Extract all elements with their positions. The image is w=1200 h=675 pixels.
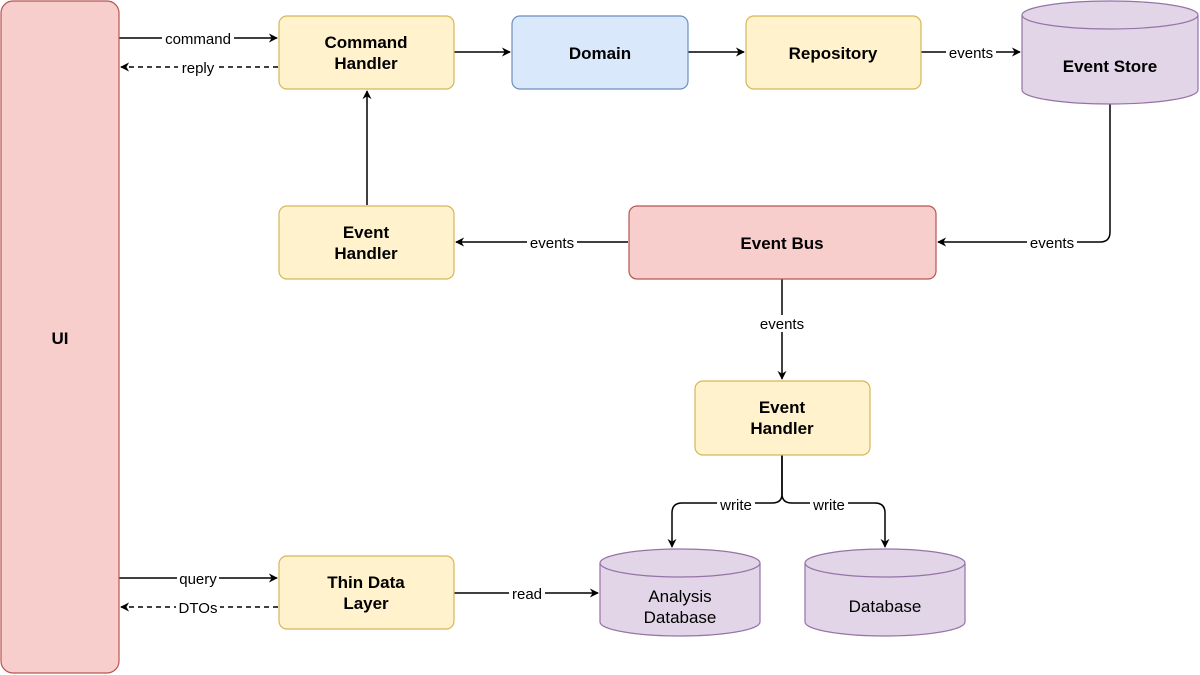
event-handler-bottom-label-line2: Handler bbox=[750, 419, 814, 438]
event-handler-left-label-line1: Event bbox=[343, 223, 390, 242]
command-handler-node: Command Handler bbox=[278, 15, 455, 90]
thin-data-layer-node: Thin Data Layer bbox=[278, 555, 455, 630]
events-label-repo-store: events bbox=[949, 45, 993, 62]
event-bus-node: Event Bus bbox=[628, 205, 937, 280]
command-label: command bbox=[165, 31, 231, 48]
analysis-database-label-line2: Database bbox=[644, 608, 717, 627]
command-handler-label-line1: Command bbox=[324, 33, 407, 52]
event-store-node: Event Store bbox=[1021, 0, 1199, 105]
analysis-database-node: Analysis Database bbox=[599, 548, 761, 637]
repository-node: Repository bbox=[745, 15, 922, 90]
database-label: Database bbox=[849, 597, 922, 616]
event-handler-left-label-line2: Handler bbox=[334, 244, 398, 263]
thin-data-layer-label-line1: Thin Data bbox=[327, 573, 405, 592]
command-handler-label-line2: Handler bbox=[334, 54, 398, 73]
events-label-store-bus: events bbox=[1030, 235, 1074, 252]
query-label: query bbox=[179, 571, 217, 588]
reply-label: reply bbox=[182, 60, 215, 77]
events-label-bus-handler-bottom: events bbox=[760, 316, 804, 333]
write-label-analysis: write bbox=[719, 497, 752, 514]
events-label-bus-handler: events bbox=[530, 235, 574, 252]
event-handler-left-node: Event Handler bbox=[278, 205, 455, 280]
edges bbox=[119, 33, 1111, 612]
event-handler-bottom-node: Event Handler bbox=[694, 380, 871, 456]
domain-node: Domain bbox=[511, 15, 689, 90]
domain-label: Domain bbox=[569, 44, 631, 63]
write-label-database: write bbox=[812, 497, 845, 514]
event-handler-bottom-label-line1: Event bbox=[759, 398, 806, 417]
database-node: Database bbox=[804, 548, 966, 637]
read-label: read bbox=[512, 586, 542, 603]
edge-labels: command reply events events events event… bbox=[162, 30, 1077, 617]
ui-node: UI bbox=[0, 0, 120, 674]
analysis-database-label-line1: Analysis bbox=[648, 587, 711, 606]
dtos-label: DTOs bbox=[179, 600, 218, 617]
event-store-to-event-bus-arrow bbox=[937, 104, 1111, 247]
thin-data-layer-label-line2: Layer bbox=[343, 594, 389, 613]
repository-label: Repository bbox=[789, 44, 878, 63]
event-bus-label: Event Bus bbox=[740, 234, 823, 253]
ui-label: UI bbox=[52, 329, 69, 348]
event-store-label: Event Store bbox=[1063, 57, 1157, 76]
